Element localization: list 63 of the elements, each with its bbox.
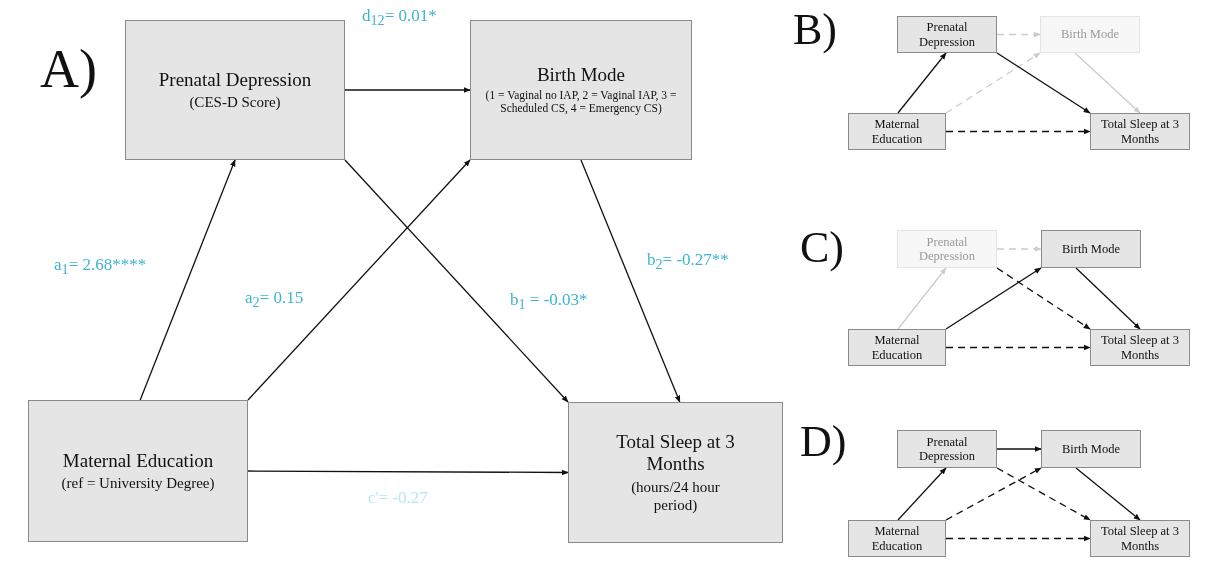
variable-name: Maternal Education <box>870 333 924 362</box>
arrow <box>1075 267 1141 330</box>
variable-name: Birth Mode <box>1062 441 1120 457</box>
arrow <box>247 159 471 401</box>
arrow <box>1075 467 1141 521</box>
variable-box <box>1090 520 1190 557</box>
arrow <box>897 467 947 521</box>
variable-name: Total Sleep at 3 Months <box>1100 524 1180 553</box>
arrow <box>945 128 1091 135</box>
variable-name: Prenatal Depression <box>158 68 312 91</box>
arrow <box>996 52 1091 114</box>
panel-label: C) <box>800 226 844 270</box>
arrow <box>996 246 1042 252</box>
variable-name: Prenatal Depression <box>917 234 977 264</box>
variable-name: Maternal Education <box>62 449 214 472</box>
panel-label: D) <box>800 420 847 464</box>
variable-name: Birth Mode <box>536 63 626 86</box>
arrow <box>945 267 1042 330</box>
variable-box <box>1090 113 1190 150</box>
variable-box <box>1041 230 1141 268</box>
variable-name: Maternal Education <box>870 524 924 553</box>
arrow <box>996 31 1041 38</box>
variable-box <box>1041 430 1141 468</box>
arrow <box>945 535 1091 542</box>
variable-name: Birth Mode <box>1062 241 1120 257</box>
variable-note: (ref = University Degree) <box>61 474 215 493</box>
variable-box <box>125 20 345 160</box>
variable-box <box>568 402 783 543</box>
arrow <box>1074 52 1141 114</box>
variable-name: Total Sleep at 3 Months <box>615 431 736 475</box>
variable-box <box>848 520 946 557</box>
variable-name: Birth Mode <box>1061 27 1119 42</box>
variable-box <box>28 400 248 542</box>
variable-note: (CES-D Score) <box>189 93 281 112</box>
arrow <box>996 467 1091 521</box>
variable-box <box>1090 329 1190 366</box>
arrow <box>897 52 947 114</box>
variable-note: (1 = Vaginal no IAP, 2 = Vaginal IAP, 3 = Scheduled CS, 4 = Emergency CS) <box>485 88 677 117</box>
arrow <box>996 446 1042 452</box>
variable-name: Prenatal Depression <box>917 20 977 49</box>
arrow <box>344 159 569 403</box>
variable-note: (hours/24 hour period) <box>630 477 721 514</box>
variable-name: Prenatal Depression <box>917 434 977 464</box>
arrow <box>139 159 236 401</box>
variable-box <box>897 230 997 268</box>
variable-name: Total Sleep at 3 Months <box>1100 333 1180 362</box>
arrow <box>945 467 1042 521</box>
variable-box <box>897 430 997 468</box>
variable-box <box>1040 16 1140 53</box>
arrow <box>945 344 1091 351</box>
variable-name: Total Sleep at 3 Months <box>1100 117 1180 146</box>
arrow <box>344 87 471 93</box>
variable-box <box>848 113 946 150</box>
arrow <box>580 159 681 403</box>
arrow <box>897 267 947 330</box>
panel-label: B) <box>793 8 837 52</box>
arrow <box>996 267 1091 330</box>
variable-name: Maternal Education <box>870 117 924 146</box>
arrow <box>247 469 569 476</box>
variable-box <box>848 329 946 366</box>
variable-box <box>897 16 997 53</box>
arrow <box>945 52 1041 114</box>
variable-box <box>470 20 692 160</box>
